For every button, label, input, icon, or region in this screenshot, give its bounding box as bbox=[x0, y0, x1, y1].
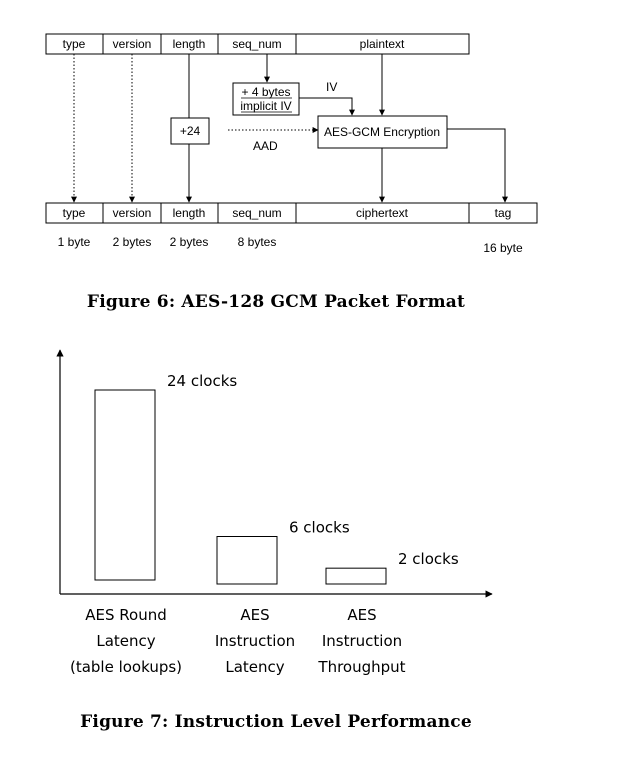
instruction-performance-chart: 24 clocks 6 clocks 2 clocks AES RoundLaten… bbox=[56, 349, 493, 676]
top-field-version: version bbox=[113, 37, 152, 51]
size-length: 2 bytes bbox=[170, 235, 209, 249]
bottom-field-type: type bbox=[63, 206, 86, 220]
top-field-type: type bbox=[63, 37, 86, 51]
size-tag: 16 byte bbox=[483, 241, 523, 255]
tag-arrow bbox=[447, 128, 508, 203]
aes-gcm-encryption-box bbox=[317, 115, 448, 149]
category-label-1-line-3: (table lookups) bbox=[70, 658, 182, 676]
category-label-2-line-2: Instruction bbox=[215, 632, 295, 650]
plus24-label: +24 bbox=[180, 124, 201, 138]
plus24-box bbox=[170, 117, 210, 145]
category-label-1-line-2: Latency bbox=[96, 632, 155, 650]
figure-6-caption: Figure 6: AES-128 GCM Packet Format bbox=[86, 292, 466, 312]
bottom-field-version: version bbox=[113, 206, 152, 220]
implicit-iv-box bbox=[232, 82, 300, 116]
category-label-3-line-3: Throughput bbox=[317, 658, 405, 676]
encryption-label: AES-GCM Encryption bbox=[324, 125, 440, 139]
top-field-length: length bbox=[173, 37, 206, 51]
size-type: 1 byte bbox=[58, 235, 91, 249]
bottom-field-seq-num: seq_num bbox=[232, 206, 281, 220]
bar-2 bbox=[216, 536, 278, 585]
implicit-iv-line2: implicit IV bbox=[240, 99, 291, 113]
aad-label: AAD bbox=[253, 139, 278, 153]
bottom-field-row bbox=[45, 202, 538, 224]
category-label-2-line-3: Latency bbox=[225, 658, 284, 676]
category-label-3-line-1: AES bbox=[347, 606, 376, 624]
size-seq-num: 8 bytes bbox=[238, 235, 277, 249]
category-label-1-line-1: AES Round bbox=[85, 606, 167, 624]
figure-7-caption: Figure 7: Instruction Level Performance bbox=[80, 712, 472, 732]
category-label-2-line-1: AES bbox=[240, 606, 269, 624]
bar-3 bbox=[325, 567, 387, 585]
bar-value-label-2: 6 clocks bbox=[289, 519, 350, 537]
bar-1 bbox=[94, 389, 156, 581]
bar-value-label-1: 24 clocks bbox=[167, 372, 237, 390]
top-field-seq-num: seq_num bbox=[232, 37, 281, 51]
bottom-field-length: length bbox=[173, 206, 206, 220]
packet-format-diagram: type version length seq_num plaintext +2… bbox=[45, 33, 538, 255]
bottom-field-ciphertext: ciphertext bbox=[356, 206, 409, 220]
category-label-3-line-2: Instruction bbox=[322, 632, 402, 650]
size-version: 2 bytes bbox=[113, 235, 152, 249]
iv-arrow bbox=[299, 97, 355, 116]
iv-label: IV bbox=[326, 80, 337, 94]
bottom-field-tag: tag bbox=[495, 206, 512, 220]
implicit-iv-line1: + 4 bytes bbox=[241, 85, 290, 99]
top-field-plaintext: plaintext bbox=[360, 37, 405, 51]
bar-value-label-3: 2 clocks bbox=[398, 550, 459, 568]
